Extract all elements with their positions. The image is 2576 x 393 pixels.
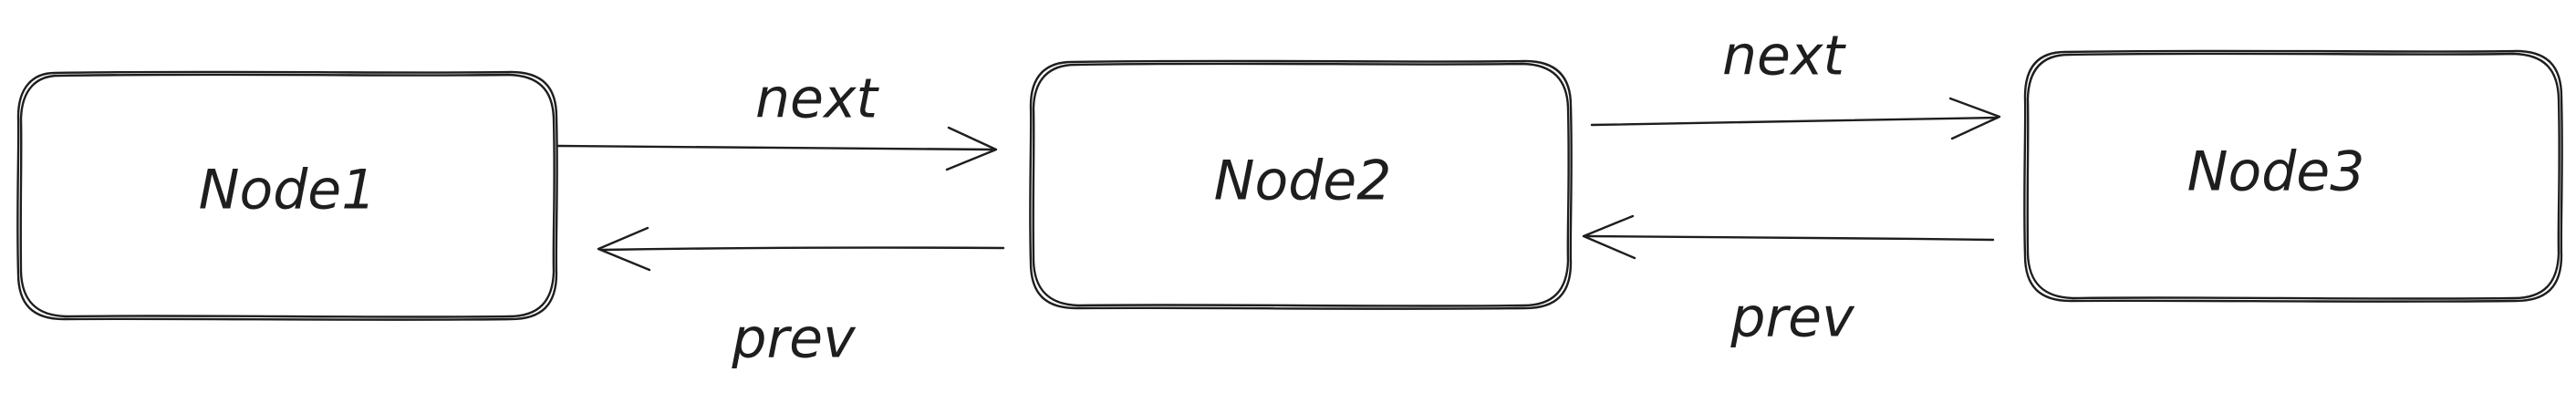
arrow-node2-node3-shaft xyxy=(1590,116,2000,127)
node-2[interactable]: Node2 xyxy=(1029,59,1573,310)
node-3-label: Node3 xyxy=(2187,140,2365,204)
edge-node2-node1-prev[interactable]: prev xyxy=(597,226,1005,371)
edge-node2-node3-next[interactable]: next xyxy=(1590,25,2001,140)
node-3-box-overstroke xyxy=(2026,52,2560,300)
node-1-box xyxy=(16,70,558,321)
arrow-node2-node1-head-icon xyxy=(597,226,651,272)
edge-node1-node2-label: next xyxy=(755,67,879,131)
arrow-node2-node1-shaft xyxy=(600,246,1005,252)
edge-node2-node1-label: prev xyxy=(731,307,857,371)
node-3[interactable]: Node3 xyxy=(2023,49,2563,303)
arrow-node1-node2-head-icon xyxy=(945,126,998,171)
node-1[interactable]: Node1 xyxy=(16,70,558,321)
node-3-box xyxy=(2023,49,2563,303)
edge-node2-node3-label: next xyxy=(1722,25,1846,88)
edge-node3-node2-prev[interactable]: prev xyxy=(1582,214,1995,350)
node-1-label: Node1 xyxy=(199,159,377,222)
arrow-node3-node2-head-icon xyxy=(1582,214,1636,260)
node-2-box-overstroke xyxy=(1032,62,1570,307)
edge-node3-node2-label: prev xyxy=(1729,286,1855,350)
arrow-node2-node3-head-icon xyxy=(1948,97,2001,140)
arrow-node1-node2-shaft xyxy=(556,144,996,151)
arrow-node3-node2-shaft xyxy=(1585,234,1995,242)
node-2-label: Node2 xyxy=(1214,150,1392,213)
edge-node1-node2-next[interactable]: next xyxy=(556,67,998,171)
node-2-box xyxy=(1029,59,1573,310)
node-1-box-overstroke xyxy=(19,73,556,318)
